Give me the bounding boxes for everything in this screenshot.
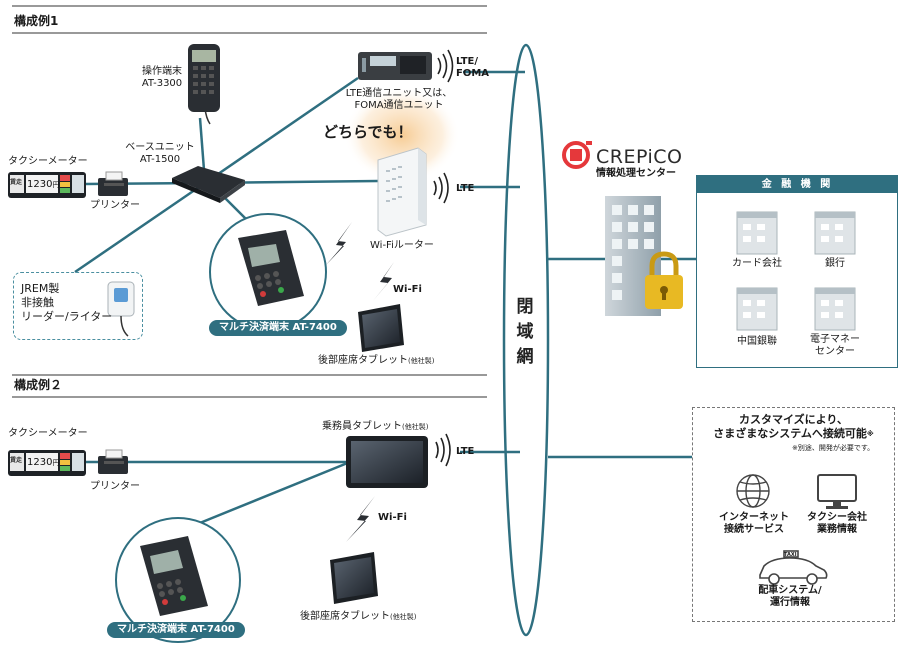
crepico-brand: CREPiCO	[596, 146, 683, 168]
dispatch-label: 配車システム/ 運行情報	[758, 585, 822, 608]
multi-terminal-icon-1	[238, 230, 304, 306]
lte-unit-icon	[358, 52, 432, 80]
lte-unit-label: LTE通信ユニット又は、 FOMA通信ユニット	[345, 88, 453, 111]
taxi-sign-label: TAXI	[784, 552, 797, 558]
crew-tablet-label: 乗務員タブレット(他社製)	[322, 421, 429, 432]
lte-unit-signal-label: LTE/ FOMA	[456, 56, 490, 79]
rear-tablet-label-2: 後部座席タブレット(他社製)	[300, 611, 417, 622]
router-signal-icon	[433, 172, 449, 204]
meter-display-2: 1230円	[27, 457, 60, 468]
unionpay-building-icon	[736, 287, 778, 331]
bolt-icon-2	[372, 262, 394, 302]
printer-label-1: プリンター	[90, 200, 140, 211]
either-label: どちらでも！	[323, 123, 413, 141]
printer-label-2: プリンター	[90, 481, 140, 492]
rear-tablet-icon-2	[330, 552, 378, 604]
glow	[344, 87, 460, 183]
meter-tag-1: 賃走	[10, 179, 23, 186]
financial-box	[696, 175, 898, 368]
closed-network-label: 閉 域 網	[516, 297, 534, 367]
multi-terminal-label-1: マルチ決済端末 AT-7400	[209, 320, 347, 336]
bolt-icon-3	[346, 496, 375, 542]
card-company-label: カード会社	[732, 258, 782, 269]
printer-icon-2	[98, 449, 128, 474]
example1-heading: 構成例1	[14, 14, 59, 28]
globe-icon	[736, 474, 770, 508]
taxi-meter-label-1: タクシーメーター	[8, 156, 88, 167]
financial-header: 金 融 機 関	[697, 176, 898, 193]
internet-label: インターネット 接続サービス	[719, 512, 789, 535]
wifi-router-label: Wi-Fiルーター	[370, 240, 434, 251]
unionpay-label: 中国銀聯	[737, 336, 777, 347]
example2-heading: 構成例２	[14, 378, 63, 392]
lock-icon	[645, 251, 683, 309]
card-company-building-icon	[736, 211, 778, 255]
taxi-meter-icon-2	[8, 450, 86, 476]
wifi-label-1: Wi-Fi	[393, 284, 422, 295]
bank-label: 銀行	[825, 258, 845, 269]
wifi-router-icon	[377, 147, 427, 237]
router-signal-label: LTE	[456, 183, 475, 194]
emoney-label: 電子マネー センター	[810, 334, 860, 357]
bolt-icon-1	[326, 222, 352, 265]
operation-terminal-icon	[188, 44, 220, 125]
customization-heading: カスタマイズにより、 さまざまなシステムへ接続可能※	[713, 413, 874, 440]
jrem-label: JREM製 非接触 リーダー/ライター	[21, 282, 113, 323]
jrem-box	[13, 272, 143, 340]
operation-terminal-label: 操作端末 AT-3300	[141, 66, 183, 89]
crepico-subtitle: 情報処理センター	[596, 168, 676, 179]
rear-tablet-label-1: 後部座席タブレット(他社製)	[318, 355, 435, 366]
rear-tablet-icon-1	[358, 304, 404, 352]
monitor-icon	[817, 474, 857, 509]
multi-terminal-label-2: マルチ決済端末 AT-7400	[107, 622, 245, 638]
customization-box	[692, 407, 895, 622]
meter-display-1: 1230円	[27, 179, 60, 190]
taxi-car-icon	[759, 550, 828, 585]
crew-tablet-signal-label: LTE	[456, 446, 475, 457]
network-links	[460, 70, 696, 459]
multi-terminal-icon-2	[140, 536, 208, 616]
taxi-meter-label-2: タクシーメーター	[8, 428, 88, 439]
crepico-logo-icon	[562, 141, 592, 169]
customization-note: ※別途、開発が必要です。	[792, 444, 875, 452]
emoney-building-icon	[814, 287, 856, 331]
crew-tablet-signal-icon	[435, 433, 451, 467]
closed-network-ellipse	[502, 43, 550, 637]
lte-unit-signal-icon	[437, 49, 454, 83]
bank-building-icon	[814, 211, 856, 255]
datacenter-building-icon	[605, 196, 661, 316]
ex2-links	[85, 460, 351, 529]
meter-tag-2: 賃走	[10, 457, 23, 464]
taxi-company-label: タクシー会社 業務情報	[807, 512, 867, 535]
base-unit-icon	[172, 166, 245, 203]
taxi-meter-icon-1	[8, 172, 86, 198]
wifi-label-2: Wi-Fi	[378, 512, 407, 523]
jrem-reader-icon	[107, 281, 135, 337]
printer-icon-1	[98, 171, 128, 196]
crew-tablet-icon	[346, 436, 428, 488]
base-unit-label: ベースユニット AT-1500	[125, 142, 195, 165]
